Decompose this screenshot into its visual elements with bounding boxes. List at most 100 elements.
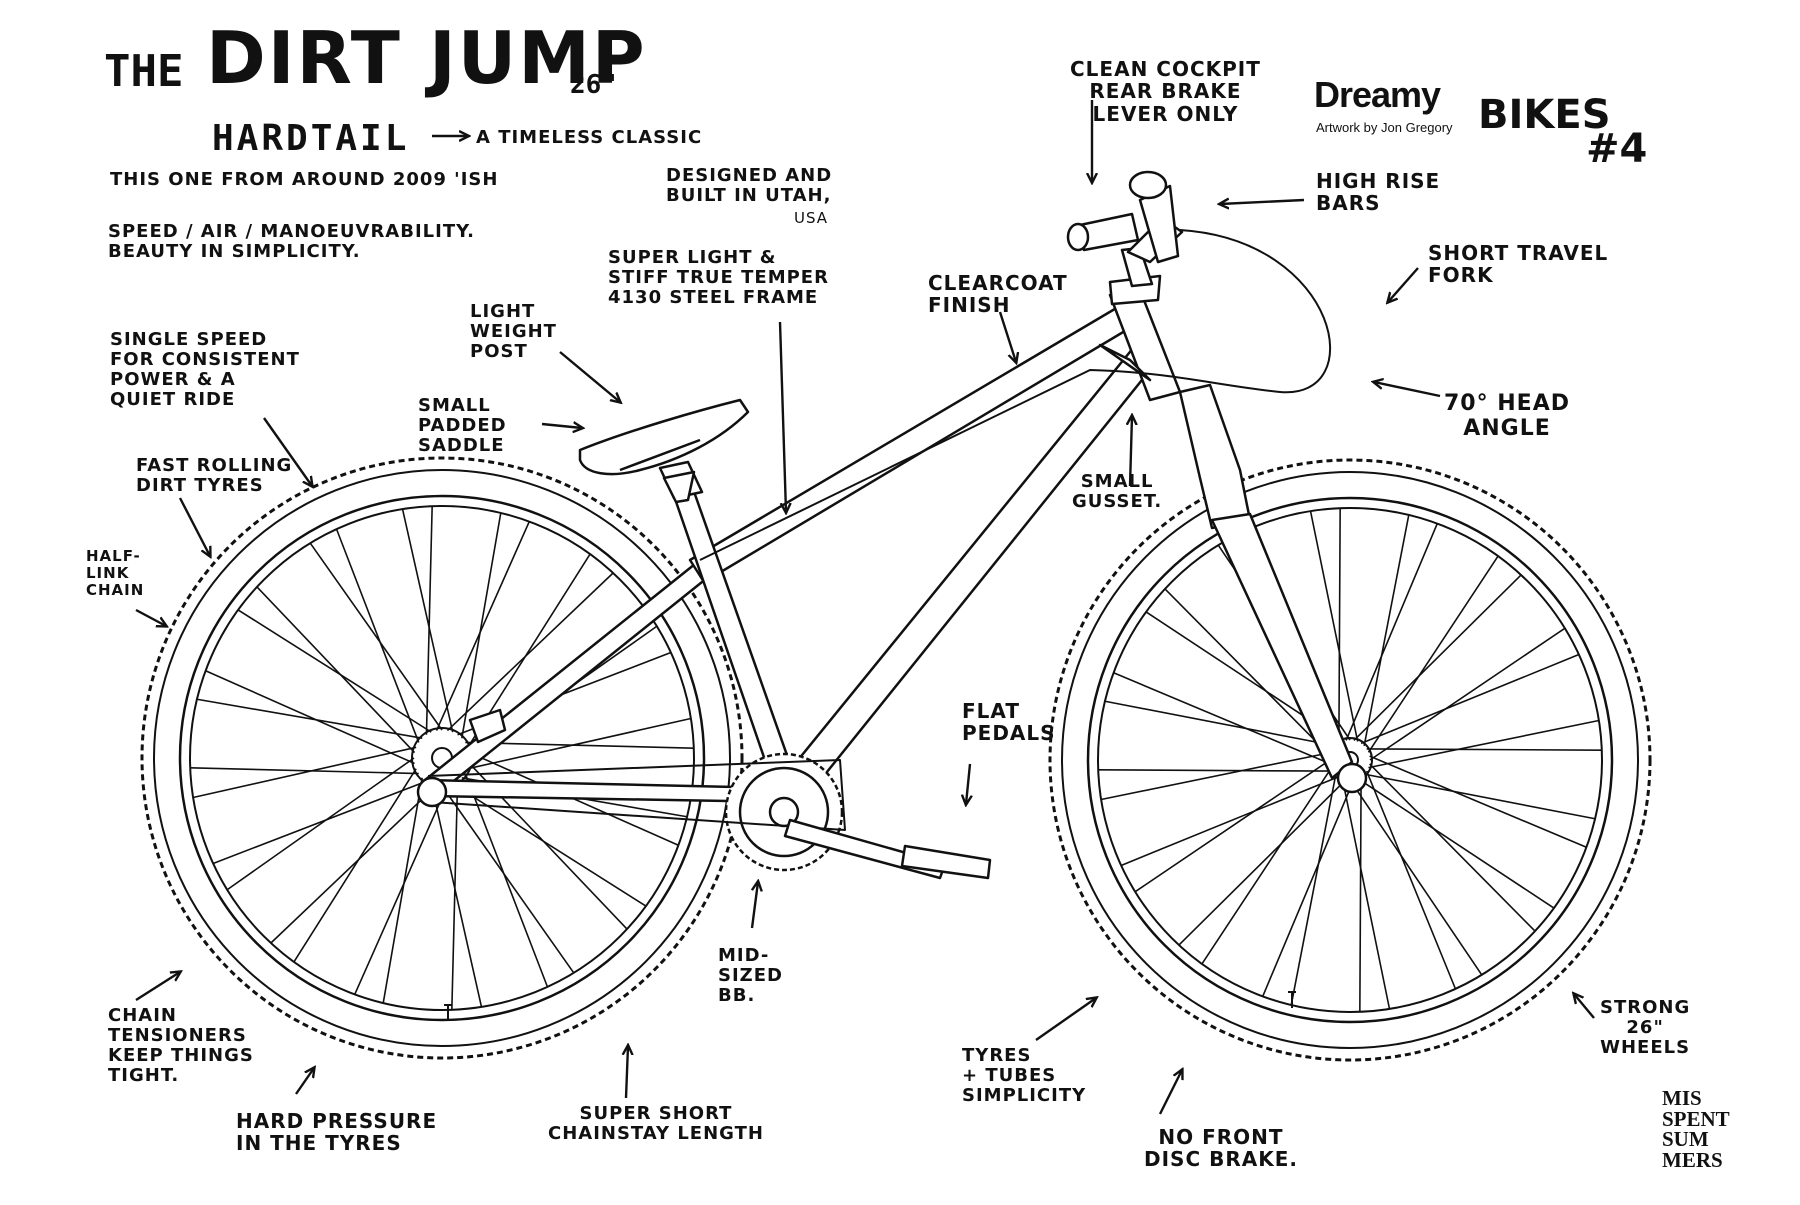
spoke (425, 506, 433, 735)
annotation-arrows (135, 100, 1595, 1115)
spoke (452, 783, 647, 907)
note-tensioners: CHAIN TENSIONERS KEEP THINGS TIGHT. (108, 1005, 254, 1087)
note-saddle: SMALL PADDED SADDLE (418, 395, 507, 457)
fork (1178, 383, 1368, 794)
spoke (205, 669, 415, 765)
title-tagline: A TIMELESS CLASSIC (476, 127, 703, 148)
spoke (1100, 751, 1332, 801)
spoke (1366, 748, 1602, 751)
arrow-single-speed (263, 417, 312, 486)
spoke (467, 717, 692, 770)
spoke (464, 773, 549, 988)
spoke (461, 512, 502, 739)
note-pedals: FLAT PEDALS (962, 699, 1056, 746)
arrow-tubes (1035, 998, 1096, 1041)
spoke (192, 746, 417, 799)
note-designed-usa: USA (794, 209, 829, 227)
spoke (430, 783, 483, 1008)
spoke (335, 528, 420, 743)
spoke (1309, 510, 1359, 742)
spoke (1261, 779, 1355, 997)
spoke (1164, 588, 1331, 757)
note-wheels: STRONG 26" WHEELS (1600, 997, 1691, 1059)
spoke (1360, 653, 1580, 745)
note-pressure: HARD PRESSURE IN THE TYRES (236, 1109, 438, 1156)
brand-series: BIKES (1478, 92, 1611, 138)
saddle-seatpost (578, 398, 750, 504)
rear-valve (444, 1004, 452, 1019)
arrow-pedals (966, 763, 970, 804)
note-bars: HIGH RISE BARS (1316, 169, 1441, 216)
arrow-post (559, 351, 620, 402)
note-clearcoat: CLEARCOAT FINISH (928, 271, 1068, 318)
spoke (1359, 776, 1362, 1012)
spoke (1345, 523, 1439, 741)
title-size: 26" (570, 70, 617, 100)
spoke (1368, 719, 1600, 769)
note-tubes: TYRES + TUBES SIMPLICITY (962, 1045, 1087, 1107)
front-valve (1288, 991, 1296, 1008)
title-motto: SPEED / AIR / MANOEUVRABILITY. BEAUTY IN… (108, 221, 475, 263)
spoke (1369, 627, 1566, 761)
note-disc: NO FRONT DISC BRAKE. (1144, 1125, 1298, 1172)
spoke (256, 586, 416, 754)
spoke (401, 508, 454, 733)
frame (423, 288, 1182, 810)
arrow-fork (1388, 267, 1419, 302)
title-subtitle: HARDTAIL (212, 118, 410, 159)
spoke (446, 572, 614, 732)
spoke (1363, 773, 1596, 820)
arrow-tyres (178, 497, 210, 556)
spoke (1104, 700, 1337, 747)
spoke (1290, 773, 1337, 1006)
title-the: THE (104, 46, 184, 97)
note-fork: SHORT TRAVEL FORK (1428, 241, 1609, 288)
arrow-pressure (295, 1068, 314, 1095)
spoke (441, 785, 575, 974)
spoke (382, 777, 423, 1004)
note-post: LIGHT WEIGHT POST (470, 301, 557, 363)
spoke (353, 785, 449, 995)
arrow-tensioners (135, 972, 180, 1002)
spoke (1357, 777, 1555, 909)
spoke (1353, 574, 1522, 741)
spoke (212, 780, 427, 865)
arrow-clearcoat (998, 311, 1016, 362)
spoke (1338, 508, 1341, 744)
drivetrain (416, 708, 992, 880)
arrow-wheels (1574, 994, 1595, 1019)
spoke (1369, 763, 1536, 932)
spoke (435, 521, 531, 731)
spoke (1363, 514, 1410, 747)
spoke (1367, 555, 1499, 753)
spoke (237, 609, 432, 733)
title-year: THIS ONE FROM AROUND 2009 'ISH (110, 169, 499, 190)
spoke (1369, 755, 1587, 849)
spoke (1120, 775, 1340, 867)
spoke (270, 784, 438, 944)
note-chainstay: SUPER SHORT CHAINSTAY LENGTH (548, 1103, 764, 1145)
spoke (1098, 769, 1334, 772)
spoke (1349, 779, 1483, 976)
brand-credit: Artwork by Jon Gregory (1316, 120, 1453, 135)
note-tyres: FAST ROLLING DIRT TYRES (136, 455, 293, 497)
note-designed: DESIGNED AND BUILT IN UTAH, (666, 165, 833, 207)
note-cockpit: CLEAN COCKPIT REAR BRAKE LEVER ONLY (1070, 57, 1261, 126)
spoke (309, 542, 443, 731)
arrow-chainstay (626, 1046, 628, 1099)
arrow-head-angle (1374, 382, 1441, 398)
arrow-bb (750, 882, 758, 929)
arrow-frame (778, 321, 786, 512)
spoke (1178, 779, 1347, 946)
arrow-saddle (541, 424, 582, 428)
spoke (1113, 671, 1331, 765)
spoke (1341, 778, 1391, 1010)
rear-wheel (140, 456, 744, 1060)
spoke (465, 741, 694, 749)
note-head-angle: 70° HEAD ANGLE (1444, 391, 1571, 441)
arrow-bars (1220, 200, 1305, 204)
spoke (451, 781, 459, 1010)
spoke (1201, 767, 1333, 965)
arrow-gusset (1130, 416, 1132, 487)
